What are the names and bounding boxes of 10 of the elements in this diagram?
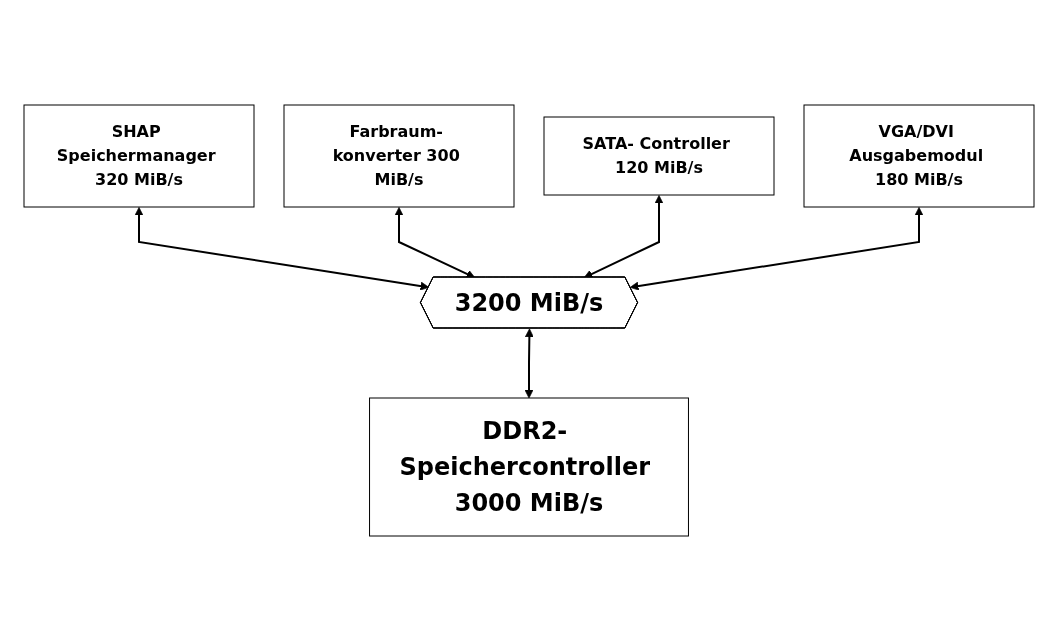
node-box: SATA- Controller 120 MiB/s	[543, 116, 775, 195]
arrow	[524, 328, 534, 398]
arrow	[629, 206, 924, 290]
node-box: DDR2- Speichercontroller 3000 MiB/s	[369, 397, 689, 536]
arrow	[583, 194, 664, 278]
arrow	[134, 206, 430, 290]
node-box: SHAP Speichermanager 320 MiB/s	[23, 104, 255, 207]
node-box: VGA/DVI Ausgabemodul 180 MiB/s	[803, 104, 1035, 207]
arrow	[394, 206, 476, 278]
node-box: Farbraum- konverter 300 MiB/s	[283, 104, 515, 207]
